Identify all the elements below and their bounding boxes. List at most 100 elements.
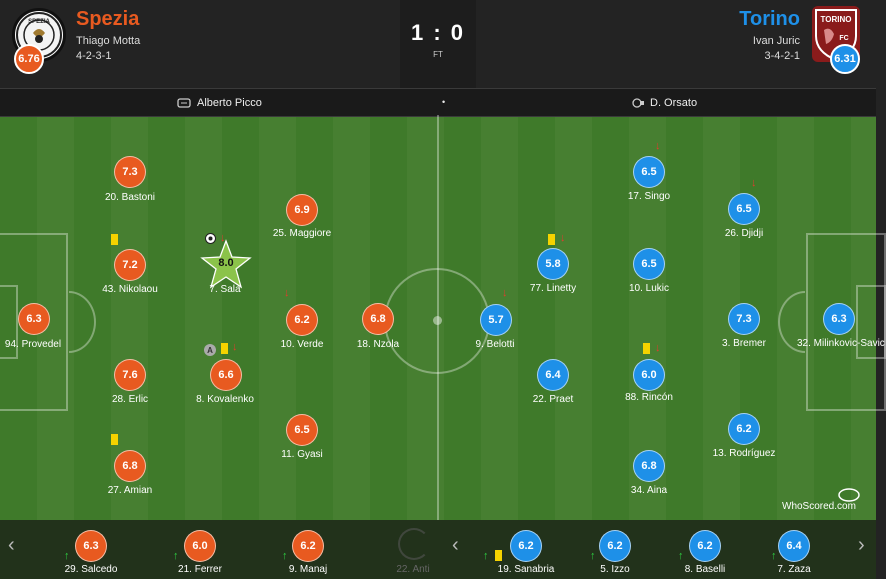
separator-dot: • <box>442 97 446 107</box>
player-rating-bubble[interactable]: 6.8 <box>114 450 146 482</box>
player-rating-bubble[interactable]: 6.8 <box>633 450 665 482</box>
player-name[interactable]: 7. Sala <box>209 284 241 295</box>
sub-player-name[interactable]: 5. Izzo <box>600 564 630 575</box>
sub-off-arrow-icon: ↓ <box>560 232 566 244</box>
player-rating-bubble[interactable]: 7.3 <box>114 156 146 188</box>
bench-next-button-left[interactable]: ‹ <box>452 534 459 556</box>
score-panel <box>400 0 476 88</box>
player-rating-bubble[interactable]: 6.5 <box>633 156 665 188</box>
player-rating-bubble[interactable]: 7.3 <box>728 303 760 335</box>
sub-player-name[interactable]: 22. Anti <box>396 564 430 575</box>
player-rating-bubble[interactable]: 6.2 <box>728 413 760 445</box>
sub-on-arrow-icon: ↑ <box>678 550 684 562</box>
motm-rating[interactable]: 8.0 <box>218 257 234 269</box>
home-formation: 4-2-3-1 <box>76 50 112 62</box>
torino-crest-fc: FC <box>839 35 848 42</box>
sub-rating-bubble[interactable]: 6.0 <box>184 530 216 562</box>
player-name[interactable]: 13. Rodríguez <box>712 448 776 459</box>
player-rating-bubble[interactable]: 6.4 <box>537 359 569 391</box>
player-rating-bubble[interactable]: 6.8 <box>362 303 394 335</box>
player-name[interactable]: 22. Praet <box>532 394 574 405</box>
player-rating-bubble[interactable]: 5.8 <box>537 248 569 280</box>
yellow-card-icon <box>643 343 650 354</box>
bench-next-button[interactable]: › <box>858 534 865 556</box>
home-team-rating: 6.76 <box>14 44 44 74</box>
away-formation: 3-4-2-1 <box>764 50 800 62</box>
sub-rating-bubble[interactable]: 6.2 <box>599 530 631 562</box>
player-name[interactable]: 34. Aina <box>630 485 668 496</box>
match-status: FT <box>433 50 443 59</box>
referee-name: Alberto Picco <box>197 97 262 109</box>
ball-icon <box>205 233 216 244</box>
bench-prev-button[interactable]: ‹ <box>8 534 15 556</box>
player-name[interactable]: 26. Djidji <box>724 228 764 239</box>
sub-player-name[interactable]: 21. Ferrer <box>178 564 222 575</box>
spezia-crest-text: SPEZIA <box>28 19 50 25</box>
player-rating-bubble[interactable]: 6.5 <box>728 193 760 225</box>
sub-off-arrow-icon: ↓ <box>284 287 290 299</box>
centre-spot <box>433 316 442 325</box>
substitutes-bar: ‹ ↑ 6.3 29. Salcedo ↑ 6.0 21. Ferrer ↑ 6… <box>0 520 876 579</box>
referee-bar: Alberto Picco • D. Orsato <box>0 88 876 117</box>
sub-player-name[interactable]: 8. Baselli <box>684 564 726 575</box>
sub-off-arrow-icon: ↓ <box>655 140 661 152</box>
sub-player-name[interactable]: 9. Manaj <box>288 564 328 575</box>
sub-on-arrow-icon: ↑ <box>483 550 489 562</box>
player-name[interactable]: 10. Verde <box>280 339 324 350</box>
home-team-name[interactable]: Spezia <box>76 8 140 30</box>
player-name[interactable]: 27. Amian <box>107 485 153 496</box>
home-goal-box <box>0 285 18 359</box>
player-name[interactable]: 43. Nikolaou <box>102 284 158 295</box>
match-header: SPEZIA 6.76 Spezia Thiago Motta 4-2-3-1 … <box>0 0 876 88</box>
player-rating-bubble[interactable]: 6.9 <box>286 194 318 226</box>
player-rating-bubble[interactable]: 6.0 <box>633 359 665 391</box>
player-name[interactable]: 94. Provedel <box>4 339 62 350</box>
player-rating-bubble[interactable]: 6.5 <box>633 248 665 280</box>
player-name[interactable]: 11. Gyasi <box>281 449 323 460</box>
sub-player-name[interactable]: 29. Salcedo <box>64 564 118 575</box>
sub-on-arrow-icon: ↑ <box>173 550 179 562</box>
player-rating-bubble[interactable]: 6.3 <box>18 303 50 335</box>
player-name[interactable]: 20. Bastoni <box>104 192 156 203</box>
player-rating-bubble[interactable]: 6.5 <box>286 414 318 446</box>
yellow-card-icon <box>221 343 228 354</box>
player-name[interactable]: 3. Bremer <box>722 338 766 349</box>
player-rating-bubble[interactable]: 5.7 <box>480 304 512 336</box>
sub-rating-bubble[interactable]: 6.2 <box>689 530 721 562</box>
player-name[interactable]: 10. Lukic <box>628 283 670 294</box>
player-name[interactable]: 77. Linetty <box>529 283 577 294</box>
sub-rating-bubble[interactable]: 6.2 <box>510 530 542 562</box>
player-name[interactable]: 32. Milinkovic-Savic <box>797 338 885 349</box>
sub-player-name[interactable]: 19. Sanabria <box>497 564 555 575</box>
match-score: 1 : 0 <box>410 20 466 45</box>
captain-badge-icon: A <box>204 344 216 356</box>
whistle-icon <box>177 98 191 108</box>
sub-on-arrow-icon: ↑ <box>64 550 70 562</box>
sub-on-arrow-icon: ↑ <box>771 550 777 562</box>
player-rating-bubble[interactable]: 7.2 <box>114 249 146 281</box>
sub-off-arrow-icon: ↓ <box>751 177 757 189</box>
whoscored-bubble-icon <box>838 488 860 502</box>
player-rating-bubble[interactable]: 6.3 <box>823 303 855 335</box>
player-name[interactable]: 9. Belotti <box>475 339 515 350</box>
away-team-name[interactable]: Torino <box>739 8 800 30</box>
pitch: 7.3 20. Bastoni 7.2 43. Nikolaou 6.3 94.… <box>0 115 886 525</box>
player-name[interactable]: 28. Erlic <box>111 394 149 405</box>
player-name[interactable]: 88. Rincón <box>625 392 673 403</box>
player-name[interactable]: 18. Nzola <box>356 339 400 350</box>
sub-rating-bubble[interactable]: 6.2 <box>292 530 324 562</box>
sub-player-name[interactable]: 7. Zaza <box>777 564 811 575</box>
player-rating-bubble[interactable]: 6.6 <box>210 359 242 391</box>
loading-spinner-icon <box>398 528 430 560</box>
player-rating-bubble[interactable]: 6.2 <box>286 304 318 336</box>
player-name[interactable]: 25. Maggiore <box>272 228 332 239</box>
player-name[interactable]: 8. Kovalenko <box>196 394 254 405</box>
whoscored-logo-domain: .com <box>834 501 856 512</box>
sub-rating-bubble[interactable]: 6.3 <box>75 530 107 562</box>
sub-rating-bubble[interactable]: 6.4 <box>778 530 810 562</box>
player-name[interactable]: 17. Singo <box>627 191 671 202</box>
whoscored-logo-text: WhoScored <box>782 501 835 512</box>
yellow-card-icon <box>111 434 118 445</box>
away-coach: Ivan Juric <box>752 35 800 47</box>
player-rating-bubble[interactable]: 7.6 <box>114 359 146 391</box>
